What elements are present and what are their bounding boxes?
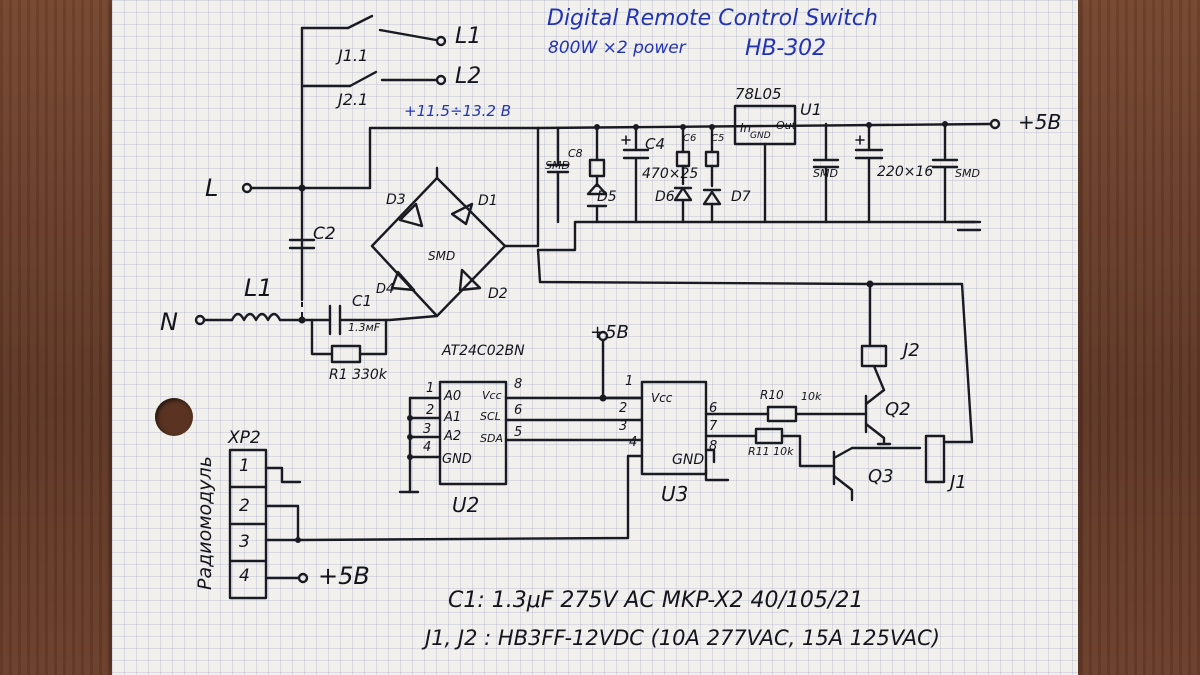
component-label: XP2 bbox=[228, 428, 261, 448]
component-label: 220×16 bbox=[877, 164, 934, 180]
component-label: SMD bbox=[813, 167, 838, 180]
supply-filter-components bbox=[546, 104, 959, 224]
diode-bridge bbox=[370, 166, 540, 318]
component-label: 2 bbox=[426, 403, 435, 418]
u2-eeprom bbox=[398, 380, 642, 494]
component-label: SCL bbox=[480, 410, 501, 423]
line-input-wiring bbox=[241, 118, 1001, 286]
relay-contacts bbox=[300, 14, 447, 302]
capacitor-c2 bbox=[288, 190, 316, 318]
component-label: 6 bbox=[709, 401, 718, 416]
component-label: 2 bbox=[239, 496, 250, 516]
component-label: SMD bbox=[545, 159, 570, 172]
component-label: D7 bbox=[731, 189, 751, 205]
neutral-input-network bbox=[194, 304, 439, 364]
component-label: +11.5÷13.2 B bbox=[404, 102, 511, 120]
component-label: U1 bbox=[800, 100, 822, 119]
component-label: J1 bbox=[950, 472, 967, 493]
component-label: J2.1 bbox=[338, 90, 369, 109]
component-label: 4 bbox=[423, 440, 432, 455]
component-label: 8 bbox=[514, 377, 523, 392]
note-c1-spec: C1: 1.3μF 275V AC MKP-X2 40/105/21 bbox=[448, 588, 864, 613]
component-label: 4 bbox=[629, 435, 638, 450]
component-label: D5 bbox=[597, 189, 617, 205]
component-label: L1 bbox=[455, 24, 482, 49]
component-label: +5B bbox=[590, 322, 629, 343]
component-label: U3 bbox=[661, 482, 689, 506]
component-label: C2 bbox=[313, 224, 336, 244]
component-label: R11 10k bbox=[748, 445, 794, 458]
punched-hole bbox=[155, 398, 193, 436]
component-label: In bbox=[740, 121, 752, 135]
component-label: D6 bbox=[655, 189, 675, 205]
component-label: Out bbox=[776, 119, 796, 132]
u3-controller bbox=[298, 330, 868, 542]
component-label: 1 bbox=[239, 456, 250, 476]
model-number: HB-302 bbox=[745, 36, 827, 61]
component-label: D1 bbox=[478, 193, 498, 209]
component-label: 2 bbox=[619, 401, 628, 416]
component-label: J2 bbox=[903, 340, 920, 361]
component-label: Q3 bbox=[868, 466, 894, 487]
component-label: 5 bbox=[514, 425, 523, 440]
component-label: SMD bbox=[428, 249, 456, 263]
component-label: A0 bbox=[444, 389, 462, 404]
component-label: D4 bbox=[376, 282, 395, 297]
component-label: L bbox=[205, 174, 219, 202]
component-label: 3 bbox=[239, 532, 250, 552]
component-label: AT24C02BN bbox=[442, 343, 525, 359]
component-label: Q2 bbox=[885, 399, 911, 420]
component-label: D2 bbox=[488, 286, 508, 302]
component-label: R1 330k bbox=[329, 367, 387, 383]
component-label: 470×25 bbox=[642, 166, 699, 182]
power-rating: 800W ×2 power bbox=[548, 38, 686, 58]
component-label: +5B bbox=[1018, 110, 1062, 134]
component-label: U2 bbox=[452, 493, 480, 517]
relay-drivers bbox=[832, 280, 974, 502]
note-relay-spec: J1, J2 : HB3FF-12VDC (10A 277VAC, 15A 12… bbox=[425, 626, 940, 650]
component-label: 6 bbox=[514, 403, 523, 418]
component-label: 7 bbox=[709, 419, 718, 434]
component-label: SDA bbox=[480, 432, 503, 445]
component-label: 1.3мF bbox=[348, 321, 381, 334]
component-label: GND bbox=[672, 452, 705, 468]
component-label: 1 bbox=[625, 374, 634, 389]
component-label: C8 bbox=[568, 147, 583, 160]
component-label: 4 bbox=[239, 566, 250, 586]
component-label: C4 bbox=[645, 135, 666, 153]
component-label: GND bbox=[750, 131, 771, 141]
component-label: 3 bbox=[619, 419, 628, 434]
component-label: A2 bbox=[444, 429, 462, 444]
component-label: 8 bbox=[709, 439, 718, 454]
component-label: A1 bbox=[444, 410, 462, 425]
graph-paper-sheet bbox=[112, 0, 1078, 675]
component-label: J1.1 bbox=[338, 46, 369, 65]
component-label: SMD bbox=[955, 167, 980, 180]
component-label: Vcc bbox=[482, 389, 502, 402]
component-label: +5B bbox=[318, 562, 370, 590]
component-label: D3 bbox=[386, 192, 406, 208]
component-label: 3 bbox=[423, 422, 432, 437]
component-label: L1 bbox=[244, 274, 273, 302]
component-label: C5 bbox=[711, 133, 725, 144]
component-label: Vcc bbox=[651, 391, 673, 405]
component-label: N bbox=[160, 308, 178, 336]
component-label: C1 bbox=[352, 292, 373, 310]
component-label: 78L05 bbox=[735, 85, 782, 103]
radio-module-label: Радиомодуль bbox=[194, 456, 216, 590]
component-label: GND bbox=[442, 452, 472, 467]
component-label: 10k bbox=[801, 390, 822, 403]
component-label: 1 bbox=[426, 381, 435, 396]
xp2-connector bbox=[228, 448, 309, 600]
component-label: R10 bbox=[760, 388, 784, 402]
component-label: L2 bbox=[455, 64, 482, 89]
diagram-title: Digital Remote Control Switch bbox=[547, 6, 878, 31]
component-label: C6 bbox=[683, 133, 697, 144]
